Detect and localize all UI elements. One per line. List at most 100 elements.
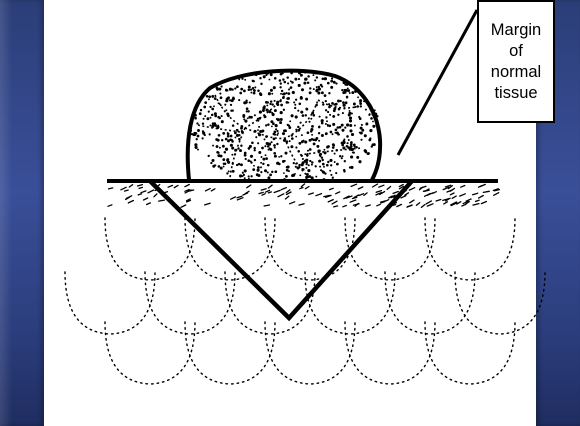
dermis-hatch-mark xyxy=(452,196,456,198)
lesion-stipple-dot xyxy=(228,170,230,172)
lesion-stipple-dot xyxy=(259,111,262,114)
lesion-stipple-dot xyxy=(365,123,367,125)
lesion-stipple-dot xyxy=(211,159,214,162)
lesion-stipple-dot xyxy=(232,170,235,173)
lesion-stipple-dot xyxy=(276,143,278,145)
lesion-stipple-dot xyxy=(269,148,272,151)
lesion-stipple-dot xyxy=(265,154,267,156)
dermis-hatch-mark xyxy=(299,204,304,205)
lesion-stipple-dot xyxy=(321,134,324,137)
dermis-hatch-mark xyxy=(436,200,441,202)
lesion-stipple-dot xyxy=(272,103,274,105)
dermis-hatch-mark xyxy=(174,185,178,187)
dermis-hatch-mark xyxy=(376,191,381,193)
lesion-stipple-dot xyxy=(204,134,206,136)
lesion-stipple-dot xyxy=(250,155,253,158)
lesion-stipple-dot xyxy=(323,149,325,151)
lesion-stipple-dot xyxy=(292,174,295,177)
lesion-stipple-dot xyxy=(310,130,313,133)
lesion-stipple-dot xyxy=(282,93,284,95)
lesion-stipple-dot xyxy=(307,75,310,78)
lesion-stipple-dot xyxy=(269,103,271,105)
lesion-stipple-dot xyxy=(236,85,239,88)
lesion-stipple-dot xyxy=(220,96,223,99)
lesion-stipple-dot xyxy=(260,83,262,85)
dermis-hatch-mark xyxy=(427,204,433,206)
lesion-stipple-dot xyxy=(219,147,221,149)
lesion-stipple-dot xyxy=(268,92,271,95)
lesion-stipple-dot xyxy=(254,114,256,116)
dermis-hatch-mark xyxy=(128,201,133,203)
lesion-stipple-dot xyxy=(271,171,273,173)
lesion-stipple-dot xyxy=(341,129,344,132)
scallop-arc xyxy=(265,218,355,280)
lesion-stipple-dot xyxy=(230,109,232,111)
lesion-stipple-dot xyxy=(349,92,351,94)
lesion-stipple-dot xyxy=(298,78,300,80)
lesion-stipple-dot xyxy=(305,176,308,179)
dermis-hatch-mark xyxy=(379,185,384,187)
lesion-stipple-dot xyxy=(274,133,276,135)
dermis-hatch-mark xyxy=(168,185,172,187)
lesion-stipple-dot xyxy=(247,159,250,162)
lesion-stipple-dot xyxy=(320,84,323,87)
lesion-stipple-dot xyxy=(273,152,276,155)
dermis-hatch-mark xyxy=(268,192,271,193)
lesion-stipple-dot xyxy=(341,157,343,159)
lesion-stipple-dot xyxy=(318,132,320,134)
lesion-stipple-dot xyxy=(304,140,307,143)
lesion-stipple-dot xyxy=(265,101,268,104)
lesion-stipple-dot xyxy=(211,108,214,111)
lesion-stipple-dot xyxy=(343,170,345,172)
lesion-stipple-dot xyxy=(270,100,272,102)
lesion-stipple-dot xyxy=(335,129,338,132)
lesion-stipple-dot xyxy=(280,118,283,121)
dermis-hatch-mark xyxy=(285,196,288,199)
lesion-stipple-dot xyxy=(334,153,336,155)
lesion-stipple-dot xyxy=(217,125,219,127)
lesion-stipple-dot xyxy=(306,173,309,176)
dermis-hatch-mark xyxy=(350,200,356,202)
lesion-stipple-dot xyxy=(287,97,290,100)
lesion-stipple-dot xyxy=(346,96,349,99)
lesion-stipple-dot xyxy=(301,134,303,136)
lesion-stipple-dot xyxy=(334,161,336,163)
lesion-stipple-dot xyxy=(327,161,329,163)
lesion-stipple-dot xyxy=(260,162,262,164)
lesion-stipple-dot xyxy=(264,169,267,172)
lesion-stipple-dot xyxy=(262,163,264,165)
lesion-stipple-dot xyxy=(321,91,324,94)
lesion-stipple-dot xyxy=(364,134,367,137)
lesion-stipple-dot xyxy=(325,100,327,102)
lesion-stipple-dot xyxy=(347,142,349,144)
lesion-stipple-dot xyxy=(243,89,246,92)
lesion-stipple-dot xyxy=(226,172,228,174)
lesion-stipple-dot xyxy=(267,142,270,145)
dermis-hatch-mark xyxy=(461,186,465,188)
lesion-stipple-dot xyxy=(330,80,333,83)
dermis-hatch-mark xyxy=(154,194,157,197)
lesion-stipple-dot xyxy=(318,160,321,163)
lesion-stipple-dot xyxy=(199,112,202,115)
lesion-stipple-dot xyxy=(277,132,279,134)
lesion-stipple-dot xyxy=(356,156,359,159)
lesion-stipple-dot xyxy=(262,158,265,161)
lesion-stipple-dot xyxy=(261,156,263,158)
lesion-stipple-dot xyxy=(278,156,280,158)
lesion-stipple-dot xyxy=(326,164,329,167)
dermis-hatch-mark xyxy=(125,190,129,191)
lesion-stipple-dot xyxy=(261,129,264,132)
dermis-hatch-mark xyxy=(476,200,480,201)
dermis-hatch-mark xyxy=(159,200,165,201)
scallop-arc xyxy=(455,272,545,334)
lesion-stipple-dot xyxy=(231,99,234,102)
lesion-stipple-dot xyxy=(317,91,320,94)
lesion-stipple-dot xyxy=(247,110,249,112)
lesion-stipple-dot xyxy=(225,138,228,141)
scallop-arc xyxy=(305,272,395,334)
lesion-stipple-dot xyxy=(322,171,325,174)
lesion-stipple-dot xyxy=(348,139,350,141)
dermis-hatch-mark xyxy=(108,205,112,207)
dermis-hatch-mark xyxy=(138,194,141,195)
lesion-stipple-dot xyxy=(234,136,236,138)
